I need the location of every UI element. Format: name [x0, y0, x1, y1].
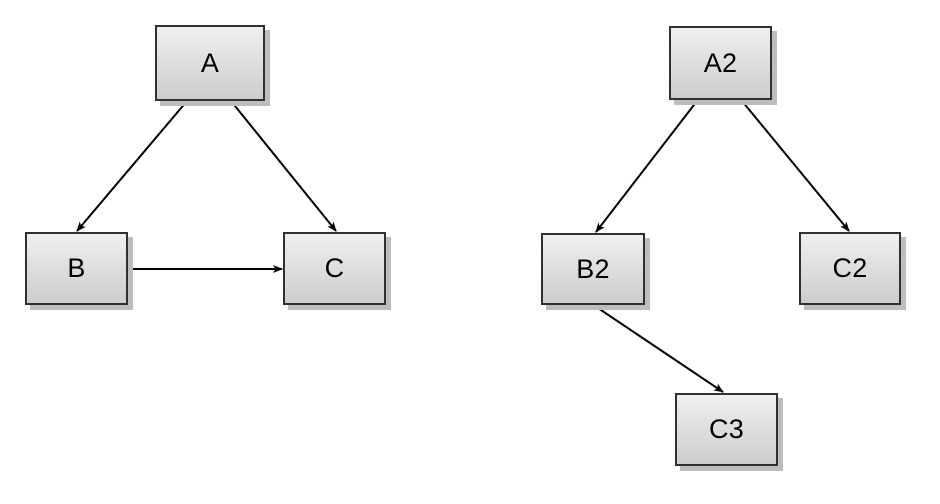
node-label: B2: [576, 253, 610, 284]
edge-a-to-b: [76, 100, 188, 232]
node-b[interactable]: B: [25, 232, 128, 305]
edge-a-to-c: [230, 100, 337, 232]
edge-group: [76, 100, 850, 393]
node-label: A: [200, 47, 220, 78]
edge-a2-to-c2: [741, 100, 850, 232]
node-b2[interactable]: B2: [541, 233, 645, 305]
node-a[interactable]: A: [155, 25, 265, 101]
node-label: C: [324, 253, 345, 283]
edge-a2-to-b2: [595, 100, 698, 233]
node-label: C3: [708, 414, 745, 444]
node-a2[interactable]: A2: [669, 26, 772, 100]
node-c2[interactable]: C2: [799, 232, 901, 305]
node-label: B: [67, 253, 86, 283]
edge-b2-to-c3: [594, 305, 724, 393]
node-c[interactable]: C: [283, 232, 386, 305]
node-label: A2: [703, 47, 738, 78]
node-label: C2: [832, 253, 868, 283]
node-c3[interactable]: C3: [675, 393, 778, 466]
